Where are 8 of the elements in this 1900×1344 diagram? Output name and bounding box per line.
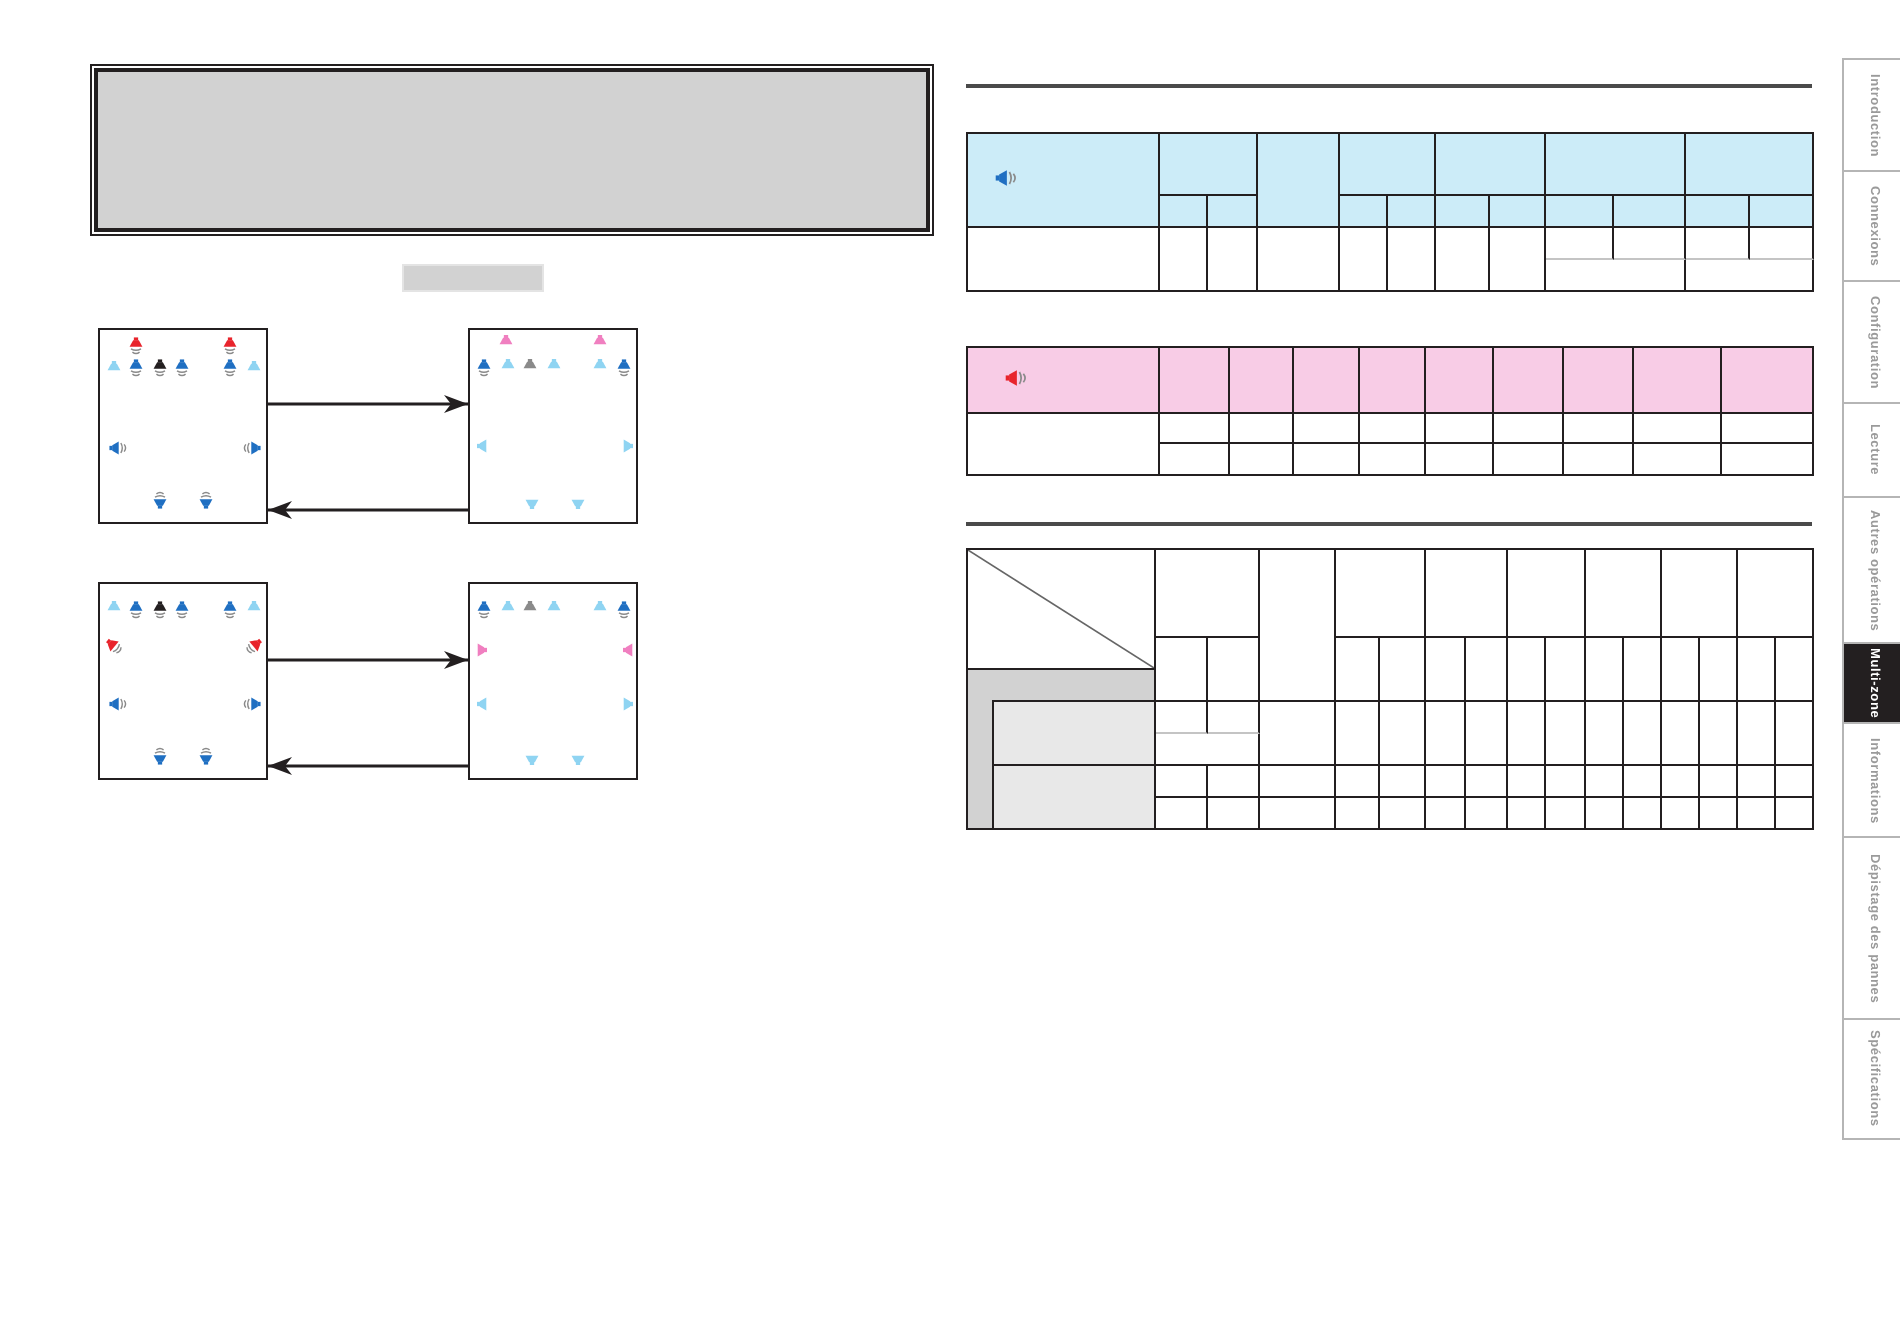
arrow [268, 501, 468, 519]
speaker-layout-frame [468, 328, 638, 524]
arrow [268, 651, 468, 669]
speaker-layout-frame [98, 582, 268, 780]
speaker-layout-frame [98, 328, 268, 524]
speaker-layout-frame [468, 582, 638, 780]
arrow [268, 757, 468, 775]
arrow [268, 395, 468, 413]
